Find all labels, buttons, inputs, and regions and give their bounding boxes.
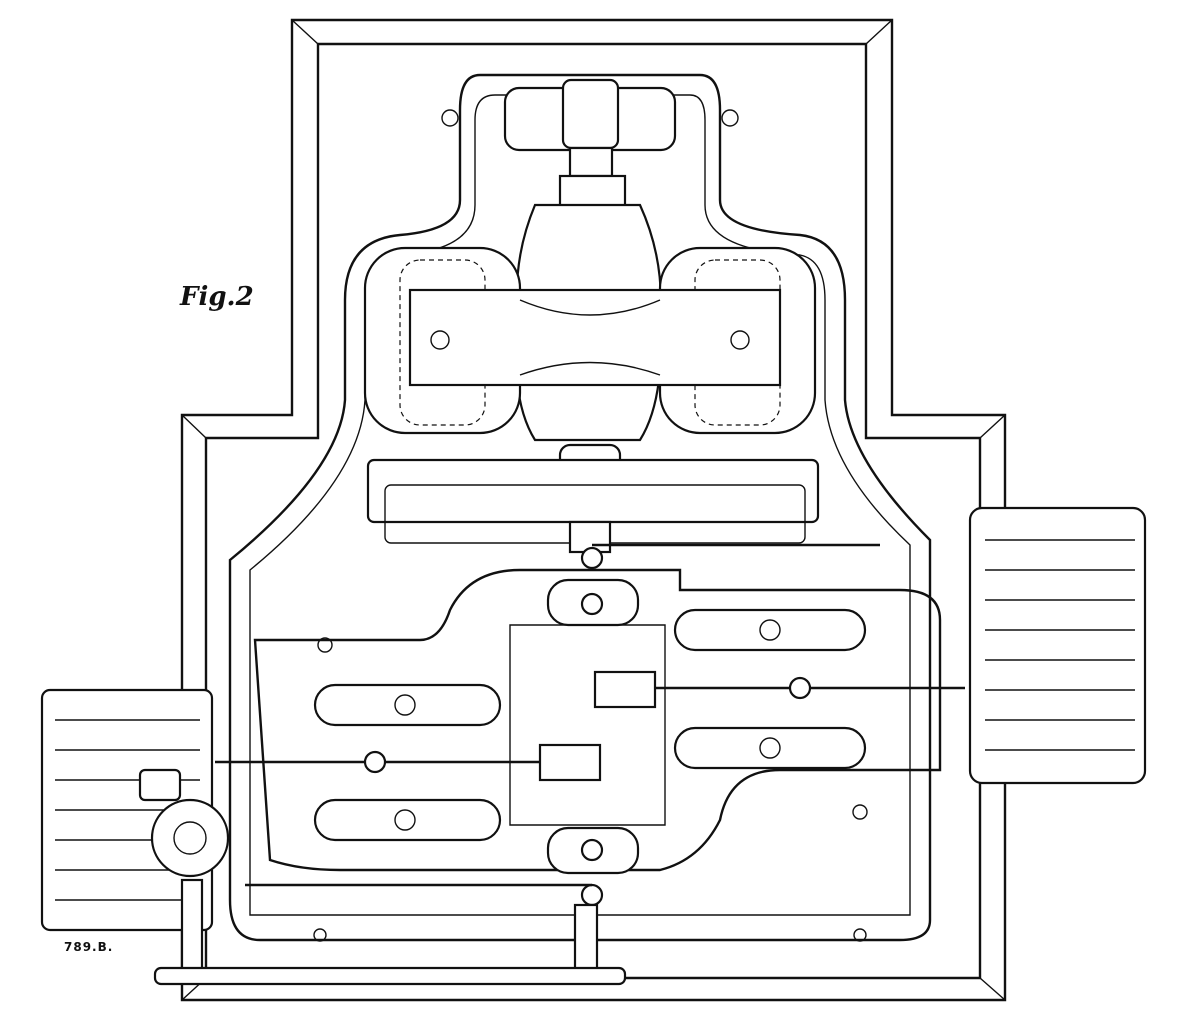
flywheel (366, 443, 820, 554)
bed-plate-outline (180, 18, 1007, 1002)
main-bearing-top (503, 78, 677, 208)
valve-gear (215, 543, 965, 907)
generator (363, 203, 817, 442)
governor-and-shaft (138, 768, 627, 986)
reference-number: 789.B. (64, 940, 114, 954)
cylinder-right (968, 506, 1147, 785)
figure-label: Fig.2 (180, 282, 254, 312)
